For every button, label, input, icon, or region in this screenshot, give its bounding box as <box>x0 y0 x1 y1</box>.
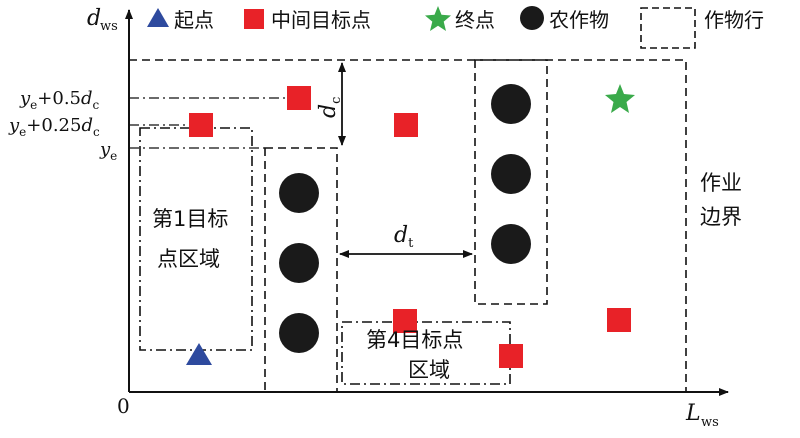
crop-6 <box>491 224 531 264</box>
crop-5 <box>491 154 531 194</box>
legend-crop-row-box <box>640 7 696 49</box>
region-1-label-line2: 点区域 <box>157 247 220 271</box>
legend-start-label: 起点 <box>174 8 214 32</box>
intermediate-point-6 <box>607 308 631 332</box>
ytick-ye-05dc: ye+0.5dc <box>19 88 100 112</box>
x-axis-label-sub: ws <box>701 415 719 430</box>
crop-2 <box>279 243 319 283</box>
legend-start-triangle <box>147 8 169 27</box>
intermediate-point-2 <box>287 86 311 110</box>
ytick-ye-025dc: ye+0.25dc <box>8 115 100 139</box>
boundary-label-line2: 边界 <box>700 205 742 229</box>
y-axis-label: d <box>87 6 101 31</box>
intermediate-point-3 <box>394 113 418 137</box>
legend-crop-label: 农作物 <box>549 8 609 32</box>
crop-row-1 <box>264 147 338 393</box>
crop-row-2 <box>474 59 548 305</box>
legend-end-star <box>425 6 451 31</box>
dt-label: dt <box>394 223 414 251</box>
x-axis-label: L <box>685 401 701 426</box>
intermediate-point-4 <box>393 309 417 333</box>
target-region-4 <box>341 321 511 385</box>
intermediate-point-1 <box>189 113 213 137</box>
dc-label: dc <box>316 97 344 118</box>
legend-crop-circle <box>520 6 544 30</box>
end-point <box>605 84 635 113</box>
start-point <box>186 343 212 365</box>
crop-4 <box>491 84 531 124</box>
target-region-1 <box>139 127 253 351</box>
legend-end-label: 终点 <box>455 8 495 32</box>
region-4-label-line1: 第4目标点 <box>366 328 463 352</box>
boundary-label-line1: 作业 <box>700 171 742 195</box>
region-1-label-line1: 第1目标 <box>152 207 228 231</box>
crop-3 <box>279 313 319 353</box>
legend-intermediate-label: 中间目标点 <box>271 8 371 32</box>
legend-intermediate-square <box>244 9 264 29</box>
ytick-ye: ye <box>99 139 117 163</box>
region-4-label-line2: 区域 <box>408 358 450 382</box>
origin-label: 0 <box>117 394 130 418</box>
intermediate-point-5 <box>499 344 523 368</box>
y-axis-label-sub: ws <box>100 19 118 34</box>
crop-1 <box>279 173 319 213</box>
work-boundary <box>129 59 687 392</box>
legend-crop-row-label: 作物行 <box>704 8 764 32</box>
